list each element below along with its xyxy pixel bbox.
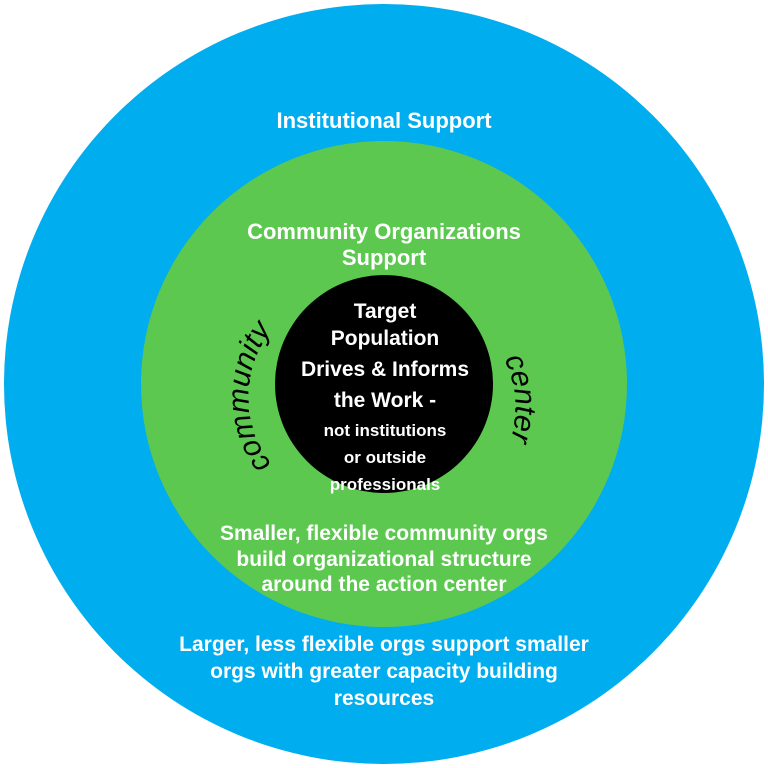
community-organizations-title-line-1: Community Organizations	[247, 219, 521, 244]
inner-sub-line-3: professionals	[330, 475, 441, 494]
institutional-support-title: Institutional Support	[276, 108, 492, 133]
institutional-description-line-3: resources	[334, 687, 434, 710]
community-organizations-title-line-2: Support	[342, 245, 427, 270]
inner-main-line-4: the Work -	[334, 389, 436, 412]
institutional-description-line-2: orgs with greater capacity building	[210, 660, 558, 683]
community-orgs-description-line-3: around the action center	[261, 573, 506, 596]
inner-main-line-1: Target	[354, 300, 417, 323]
inner-main-line-3: Drives & Informs	[301, 358, 469, 381]
community-orgs-description-line-1: Smaller, flexible community orgs	[220, 522, 548, 545]
institutional-description-line-1: Larger, less flexible orgs support small…	[179, 633, 589, 656]
target-population-circle	[275, 275, 493, 493]
inner-main-line-2: Population	[331, 327, 440, 350]
community-orgs-description-line-2: build organizational structure	[236, 548, 531, 571]
inner-sub-line-1: not institutions	[324, 421, 447, 440]
inner-sub-line-2: or outside	[344, 448, 426, 467]
